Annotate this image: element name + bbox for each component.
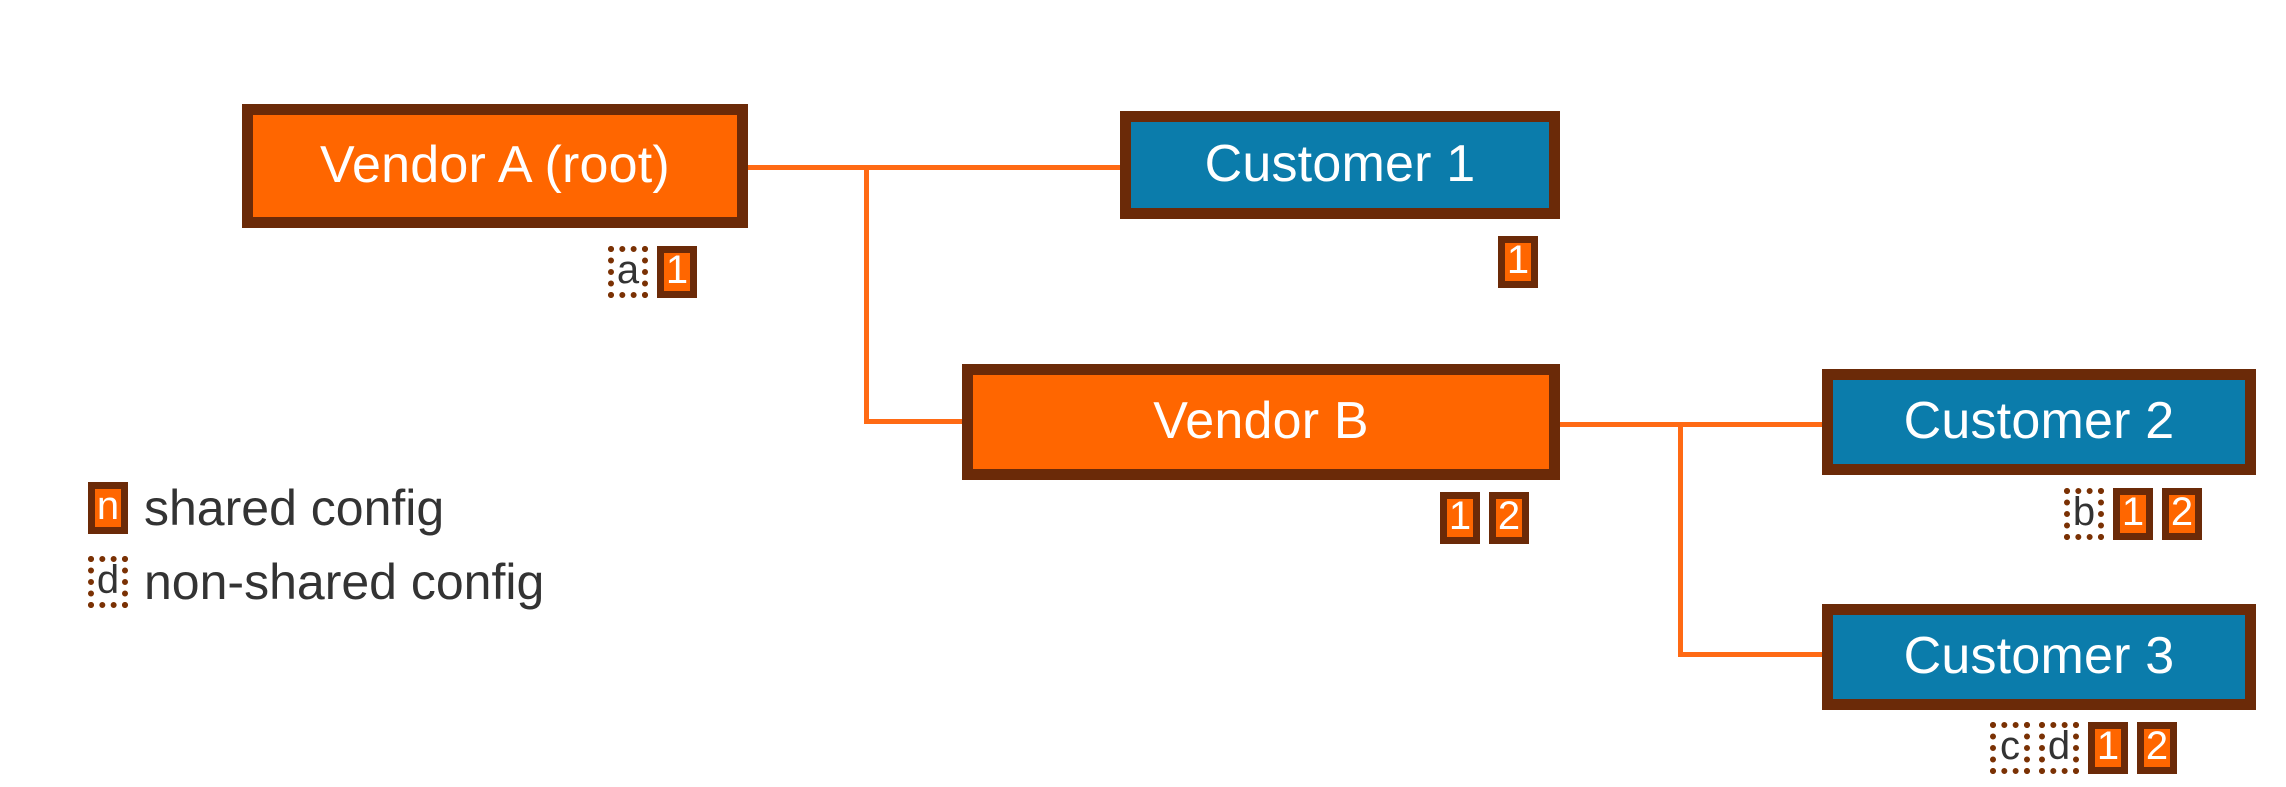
- node-vendor-a-label: Vendor A (root): [320, 136, 670, 194]
- node-customer-1[interactable]: Customer 1: [1120, 111, 1560, 219]
- badge-value: a: [616, 248, 640, 292]
- badge-nonshared-b[interactable]: b: [2064, 488, 2104, 540]
- edge-vendor-a-to-vendor-b: [864, 419, 966, 424]
- badge-nonshared-a[interactable]: a: [608, 246, 648, 298]
- badge-value: c: [2000, 724, 2020, 768]
- node-vendor-b-label: Vendor B: [1153, 392, 1369, 450]
- badge-shared-2[interactable]: 2: [1489, 492, 1529, 544]
- badge-shared-2[interactable]: 2: [2137, 722, 2177, 774]
- badge-value: d: [2047, 724, 2071, 768]
- edge-vendor-a-branch-vertical: [864, 165, 869, 423]
- legend-label-shared: shared config: [144, 480, 445, 536]
- badges-customer-1: 1: [1498, 236, 1538, 288]
- edge-vendor-b-to-customer-2: [1678, 422, 1826, 427]
- node-customer-3[interactable]: Customer 3: [1822, 604, 2256, 710]
- badge-value: 2: [2145, 724, 2169, 768]
- node-customer-2[interactable]: Customer 2: [1822, 369, 2256, 475]
- edge-vendor-a-trunk: [743, 165, 868, 170]
- badge-value: b: [2072, 490, 2096, 534]
- badge-shared-1[interactable]: 1: [2113, 488, 2153, 540]
- legend-swatch-nonshared: d: [88, 556, 128, 608]
- badge-value: 1: [665, 248, 689, 292]
- badge-shared-1[interactable]: 1: [1498, 236, 1538, 288]
- edge-vendor-a-to-customer-1: [866, 165, 1124, 170]
- badge-shared-2[interactable]: 2: [2162, 488, 2202, 540]
- legend-swatch-symbol: d: [96, 558, 120, 602]
- badges-vendor-b: 1 2: [1440, 492, 1529, 544]
- badge-value: 2: [2170, 490, 2194, 534]
- badge-value: 2: [1497, 494, 1521, 538]
- badges-customer-2: b 1 2: [2064, 488, 2202, 540]
- legend-item-shared-config: n shared config: [88, 482, 544, 534]
- legend-swatch-shared: n: [88, 482, 128, 534]
- node-customer-2-label: Customer 2: [1903, 392, 2175, 450]
- badge-value: 1: [2096, 724, 2120, 768]
- badge-shared-1[interactable]: 1: [1440, 492, 1480, 544]
- badge-nonshared-d[interactable]: d: [2039, 722, 2079, 774]
- node-vendor-a[interactable]: Vendor A (root): [242, 104, 748, 228]
- badge-nonshared-c[interactable]: c: [1990, 722, 2030, 774]
- edge-vendor-b-to-customer-3: [1678, 652, 1826, 657]
- badge-shared-1[interactable]: 1: [2088, 722, 2128, 774]
- badge-value: 1: [1506, 238, 1530, 282]
- legend-label-nonshared: non-shared config: [144, 554, 545, 610]
- badges-customer-3: c d 1 2: [1990, 722, 2177, 774]
- badge-shared-1[interactable]: 1: [657, 246, 697, 298]
- legend: n shared config d non-shared config: [88, 482, 544, 608]
- badge-value: 1: [2121, 490, 2145, 534]
- edge-vendor-b-trunk: [1556, 422, 1682, 427]
- badge-value: 1: [1448, 494, 1472, 538]
- badges-vendor-a: a 1: [608, 246, 697, 298]
- node-vendor-b[interactable]: Vendor B: [962, 364, 1560, 480]
- edge-vendor-b-branch-vertical: [1678, 422, 1683, 656]
- legend-swatch-symbol: n: [96, 484, 120, 528]
- legend-item-non-shared-config: d non-shared config: [88, 556, 544, 608]
- node-customer-3-label: Customer 3: [1903, 627, 2175, 685]
- node-customer-1-label: Customer 1: [1204, 135, 1476, 193]
